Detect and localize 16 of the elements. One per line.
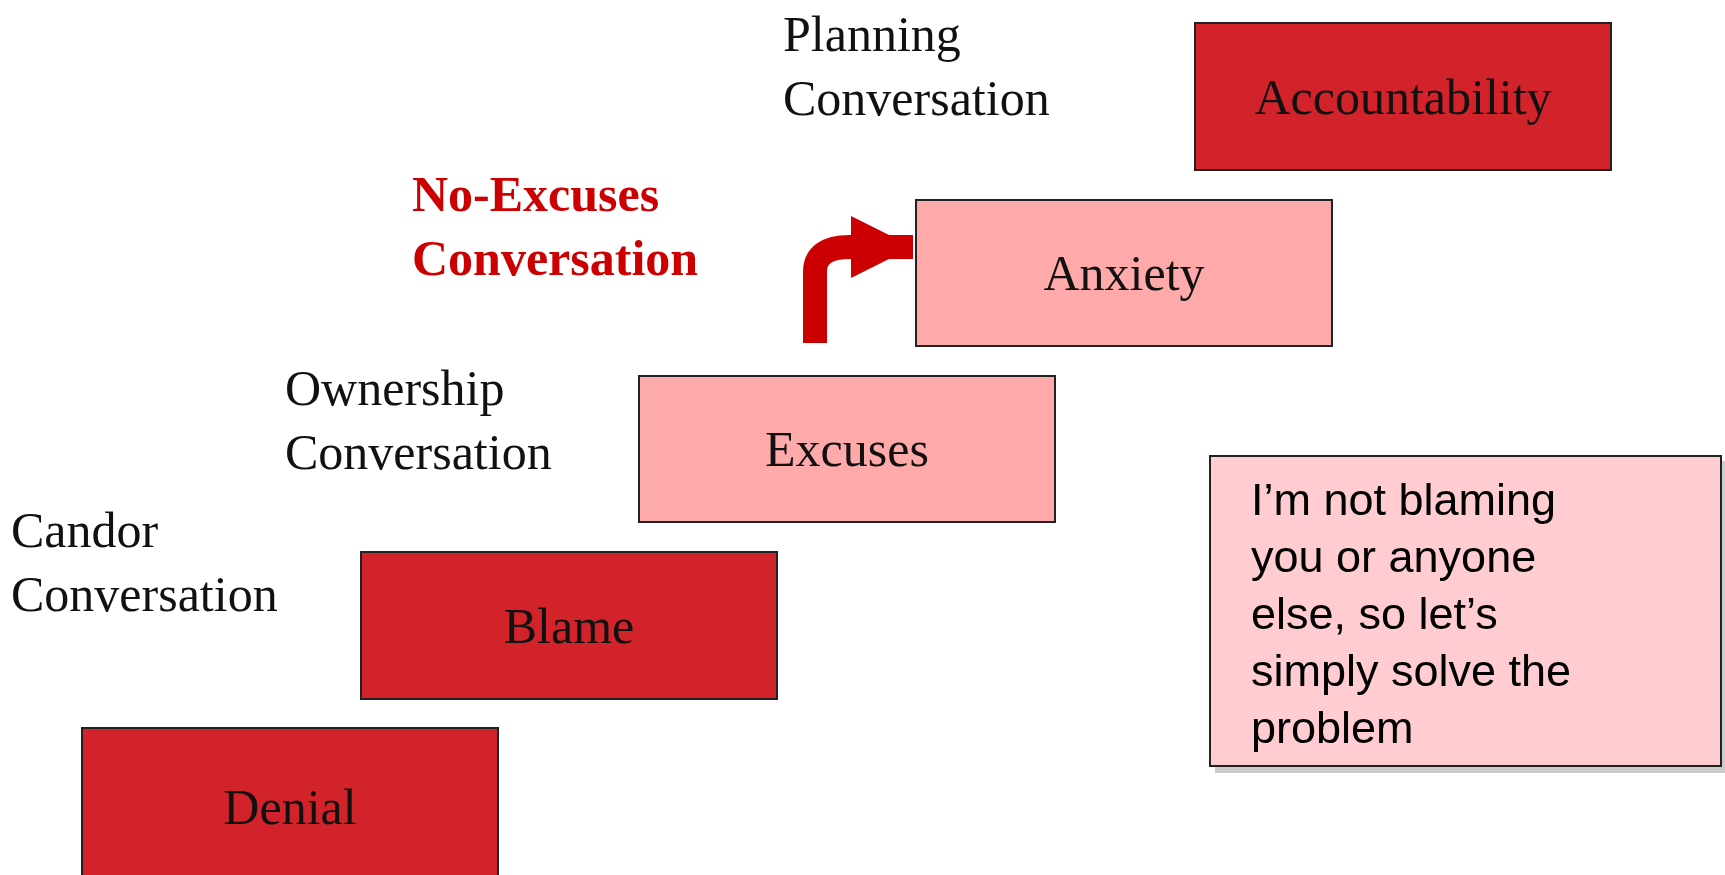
stage-box xyxy=(81,727,499,875)
highlighted-stage-name: No-Excuses Conversation xyxy=(412,165,700,288)
stage-box xyxy=(1194,22,1612,171)
stage-name: Candor Conversation xyxy=(11,501,279,624)
stage-label: Anxiety xyxy=(1043,244,1205,302)
stage-name: Ownership Conversation xyxy=(285,359,553,482)
curved-arrow xyxy=(803,215,913,343)
stage-name: Planning Conversation xyxy=(783,5,1051,128)
stage-box xyxy=(360,551,778,700)
callout-text: I’m not blaming you or anyone else, so let’s simply solve the problem xyxy=(1251,473,1573,755)
stage-label: Excuses xyxy=(765,420,929,478)
stage-label: Accountability xyxy=(1254,67,1552,126)
stage-label: Blame xyxy=(503,596,635,655)
stage-label: Denial xyxy=(223,778,357,836)
stage-box xyxy=(638,375,1056,523)
stage-box xyxy=(915,199,1333,347)
